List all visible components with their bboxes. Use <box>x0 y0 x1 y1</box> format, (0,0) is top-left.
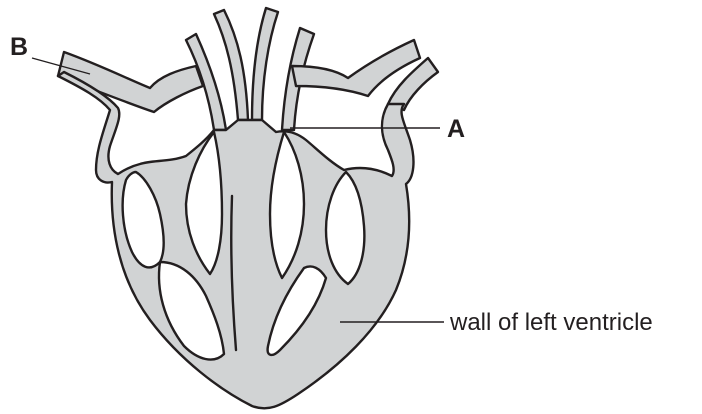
label-a: A <box>447 115 465 143</box>
vessel-central-right <box>252 8 278 120</box>
label-wall-left-ventricle: wall of left ventricle <box>449 309 653 336</box>
heart-body <box>58 72 413 408</box>
label-b: B <box>10 33 28 61</box>
